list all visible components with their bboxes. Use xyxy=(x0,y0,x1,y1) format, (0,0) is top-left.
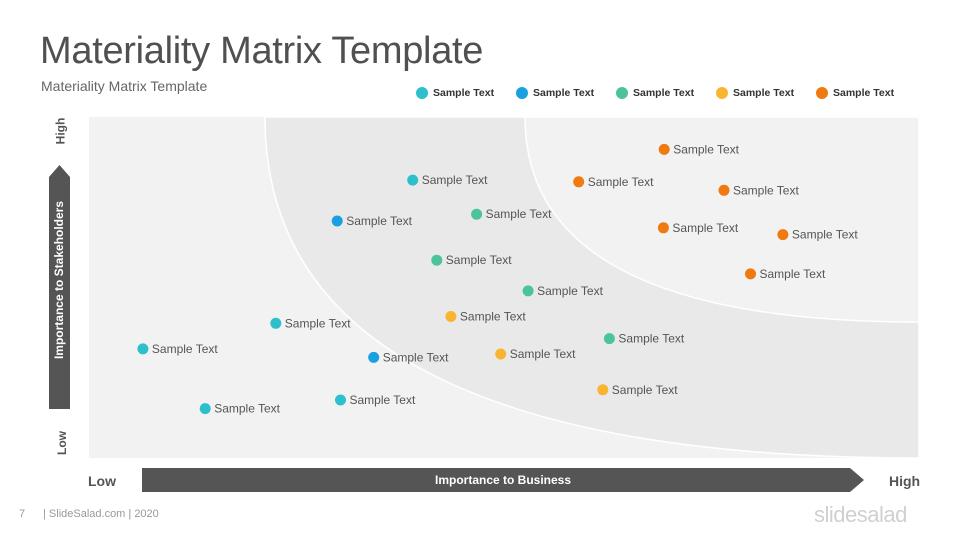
data-point xyxy=(745,268,756,280)
data-point-label: Sample Text xyxy=(346,214,412,228)
legend-item: Sample Text xyxy=(716,87,816,99)
data-point xyxy=(199,403,211,415)
data-point xyxy=(471,208,483,220)
x-axis-title: Importance to Business xyxy=(142,468,864,492)
data-point-label: Sample Text xyxy=(152,342,218,356)
data-point-label: Sample Text xyxy=(760,267,826,281)
data-point xyxy=(573,176,585,188)
footer-text: | SlideSalad.com | 2020 xyxy=(43,508,159,520)
data-point-label: Sample Text xyxy=(673,142,739,156)
data-point-label: Sample Text xyxy=(446,253,512,267)
legend-dot xyxy=(816,87,828,99)
data-point xyxy=(368,351,380,363)
brand-logo: slidesalad xyxy=(814,502,907,527)
data-point-label: Sample Text xyxy=(383,350,449,364)
legend-label: Sample Text xyxy=(733,87,795,99)
data-point xyxy=(407,174,419,186)
legend-item: Sample Text xyxy=(616,87,716,99)
data-point xyxy=(522,285,534,297)
x-axis-arrow xyxy=(142,468,864,492)
data-point xyxy=(335,394,346,406)
legend-label: Sample Text xyxy=(833,87,895,99)
legend-label: Sample Text xyxy=(533,87,595,99)
legend-item: Sample Text xyxy=(416,87,516,99)
data-point xyxy=(718,184,730,196)
legend-item: Sample Text xyxy=(816,87,916,99)
data-point xyxy=(137,343,149,355)
y-axis-low-label: Low xyxy=(55,431,69,455)
data-point-label: Sample Text xyxy=(422,173,488,187)
data-point-label: Sample Text xyxy=(537,284,603,298)
y-axis-title-text: Importance to Stakeholders xyxy=(52,200,66,360)
data-point-label: Sample Text xyxy=(672,221,738,235)
data-point xyxy=(445,311,457,322)
y-axis-arrow xyxy=(49,165,70,409)
legend-dot xyxy=(716,87,728,99)
x-axis-title-text: Importance to Business xyxy=(434,473,572,487)
data-point-label: Sample Text xyxy=(350,393,416,407)
data-point xyxy=(597,384,609,396)
data-point-label: Sample Text xyxy=(510,347,576,361)
x-axis-high-label: High xyxy=(889,473,921,489)
legend-label: Sample Text xyxy=(433,87,495,99)
legend-dot xyxy=(616,87,628,99)
data-point xyxy=(658,143,670,155)
data-point xyxy=(270,317,282,329)
slide-number: 7 xyxy=(19,508,26,520)
legend-dot xyxy=(416,87,428,99)
data-point-label: Sample Text xyxy=(588,175,654,189)
data-point xyxy=(331,215,343,227)
data-point-label: Sample Text xyxy=(460,310,526,324)
data-point-label: Sample Text xyxy=(214,402,280,416)
x-axis-low-label: Low xyxy=(88,473,116,489)
data-point-label: Sample Text xyxy=(285,316,351,330)
chart-legend: Sample Text Sample Text Sample Text Samp… xyxy=(416,87,916,99)
data-point xyxy=(431,254,443,266)
slide-title: Materiality Matrix Template xyxy=(40,30,484,72)
data-point-label: Sample Text xyxy=(792,228,858,242)
y-axis-high-label: High xyxy=(53,117,68,145)
data-point xyxy=(657,222,669,234)
legend-item: Sample Text xyxy=(516,87,616,99)
y-axis-title: Importance to Stakeholders xyxy=(49,165,70,409)
data-point-label: Sample Text xyxy=(618,332,684,346)
legend-label: Sample Text xyxy=(633,87,695,99)
data-point-label: Sample Text xyxy=(612,383,678,397)
data-point xyxy=(603,333,615,345)
data-point-label: Sample Text xyxy=(733,183,799,197)
data-point xyxy=(777,229,789,241)
high-zone-band xyxy=(524,116,920,323)
slide-subtitle: Materiality Matrix Template xyxy=(41,78,208,94)
data-point xyxy=(495,348,507,360)
data-point-label: Sample Text xyxy=(486,207,552,221)
legend-dot xyxy=(516,87,528,99)
